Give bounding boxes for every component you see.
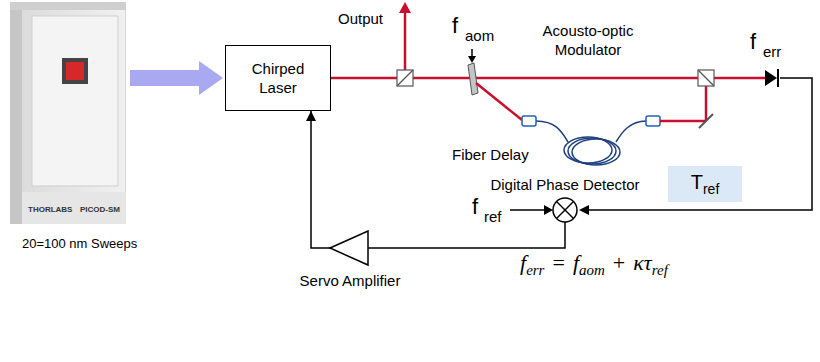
servo-amplifier: Servo Amplifier <box>290 230 410 292</box>
component-label: Acousto-optic Modulator <box>532 22 644 60</box>
equation-operator: = <box>552 250 564 276</box>
component-label: Servo Amplifier <box>290 272 410 290</box>
delayed-beam <box>705 86 708 121</box>
photo-caption: 20=100 nm Sweeps <box>22 236 137 251</box>
aom-crystal <box>468 63 478 95</box>
signal-wire <box>368 222 565 248</box>
subscript: ref <box>703 181 719 197</box>
device-illustration <box>10 2 126 224</box>
output-arrowhead <box>399 2 411 13</box>
front-panel <box>32 16 118 186</box>
device-top <box>10 2 126 10</box>
mirror <box>699 114 713 128</box>
amplifier-triangle <box>330 231 368 265</box>
connector <box>306 111 330 248</box>
mixer-cross <box>557 202 574 219</box>
fiber-coil <box>572 139 620 165</box>
signal-subscript: err <box>763 43 781 62</box>
base-strip <box>22 192 126 224</box>
fiber-connector <box>646 116 660 126</box>
beam-splitter <box>397 70 413 86</box>
fiber <box>536 121 568 142</box>
arrowhead <box>306 111 316 121</box>
device-photo: THORLABS PICOD-SM <box>10 2 126 224</box>
mixer-cross <box>557 202 574 219</box>
equation-subscript: err <box>526 262 544 279</box>
output-label: Output <box>338 10 383 29</box>
fiber-connector <box>522 116 536 126</box>
diffracted-beam <box>476 83 522 120</box>
connector <box>368 222 565 248</box>
photodiode <box>765 70 777 86</box>
phase-detector: Digital Phase Detector <box>480 176 650 224</box>
equation-subscript: aom <box>579 262 605 279</box>
rf-drive-arrowhead <box>468 56 476 63</box>
box-label: Chirped Laser <box>226 59 330 98</box>
delay-box: Tref <box>668 166 742 202</box>
model-text: PICOD-SM <box>80 205 120 214</box>
output-beam <box>404 10 407 70</box>
fiber <box>616 121 646 142</box>
block-arrow <box>130 61 223 95</box>
connector <box>130 61 223 95</box>
device-side <box>10 2 22 224</box>
device-body <box>10 2 126 224</box>
component-label: Digital Phase Detector <box>480 176 650 194</box>
amplifier-symbol <box>290 230 410 268</box>
fiber-port-frame <box>62 58 88 84</box>
signal-subscript: ref <box>484 208 502 227</box>
wire-arrowhead <box>544 205 553 215</box>
equation: ferr=faom+κτref <box>520 250 668 276</box>
equation-subscript: ref <box>652 262 668 279</box>
signal-wire <box>311 111 330 248</box>
beam-splitter-face <box>397 70 413 86</box>
equation-symbol: f <box>520 250 526 276</box>
component-label: Fiber Delay <box>452 146 529 165</box>
equation-symbol: κτ <box>633 250 651 276</box>
mixer-symbol <box>551 196 579 224</box>
beam-combiner-face <box>698 70 714 86</box>
mixer-circle <box>553 198 577 222</box>
beam-combiner <box>698 70 714 86</box>
wire-arrowhead <box>579 205 589 215</box>
signal-symbol: f <box>452 12 458 40</box>
reference-wire <box>510 209 546 211</box>
equation-symbol: f <box>573 250 579 276</box>
delayed-beam <box>660 120 706 123</box>
photodiode-bar <box>777 69 779 87</box>
signal-symbol: f <box>750 28 756 56</box>
signal-symbol: f <box>472 193 478 221</box>
fiber-coil <box>564 137 612 163</box>
signal-subscript: aom <box>465 27 494 46</box>
laser-box: Chirped Laser <box>225 45 331 111</box>
fiber-port <box>66 62 84 80</box>
fiber-coil <box>568 138 616 164</box>
symbol: T <box>691 171 703 194</box>
equation-operator: + <box>613 250 625 276</box>
brand-text: THORLABS <box>28 205 72 214</box>
